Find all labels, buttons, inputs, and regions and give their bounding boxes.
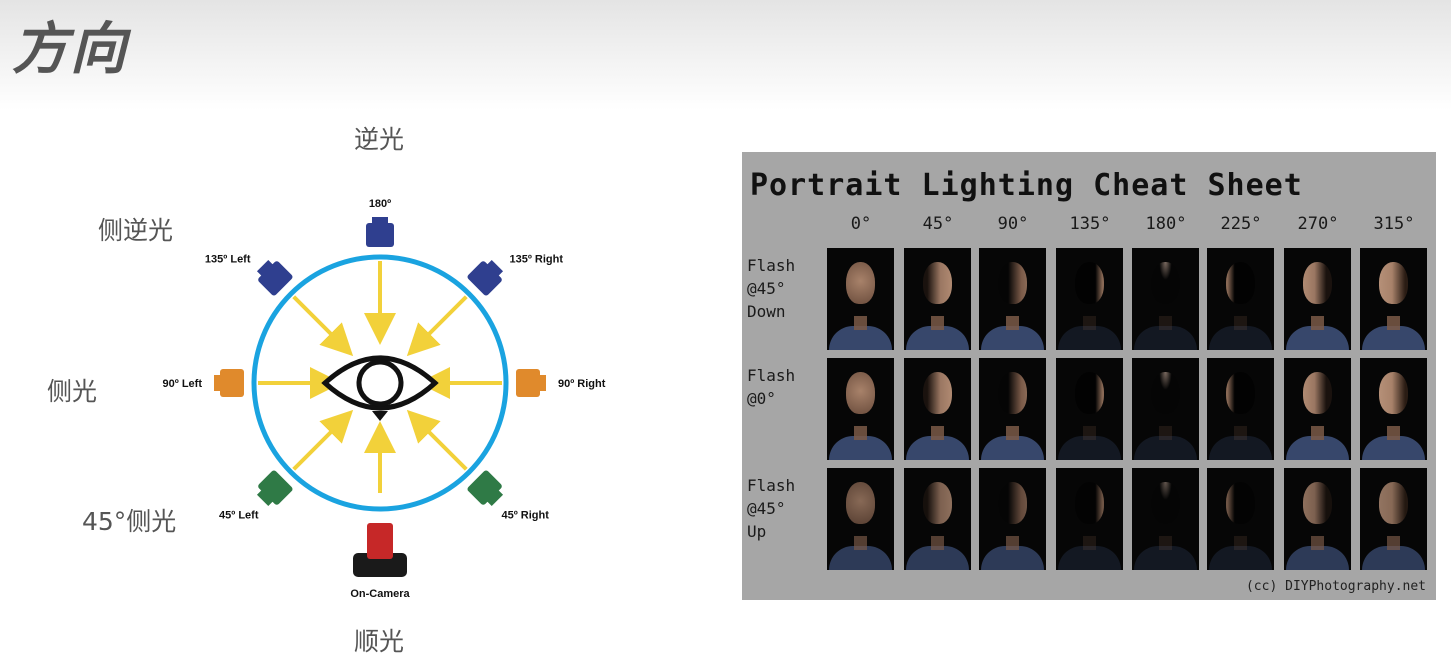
flash-label-45-left: 45º Left: [219, 509, 259, 521]
portrait-photo: [1284, 248, 1351, 350]
title-band: [0, 0, 1451, 110]
row-label: Flash @0°: [747, 366, 796, 408]
eye-pointer-icon: [372, 411, 388, 421]
portrait-photo: [1056, 358, 1123, 460]
portrait-photo: [904, 358, 971, 460]
portrait-photo: [904, 468, 971, 570]
flash-label-135-right: 135º Right: [509, 254, 563, 266]
arrow-45-left: [292, 409, 354, 471]
light-circle: [251, 254, 509, 512]
label-front-light: 顺光: [354, 627, 405, 656]
angle-header: 0°: [850, 214, 872, 234]
lighting-direction-diagram: 180º 135º Right 90º Right 45º RightOn-Camer…: [163, 198, 606, 600]
portrait-photo: [1284, 468, 1351, 570]
flash-label-45-right: 45º Right: [501, 509, 549, 521]
portrait-photo: [979, 248, 1046, 350]
angle-header: 225°: [1220, 214, 1262, 234]
angle-header: 180°: [1145, 214, 1187, 234]
cheat-sheet-title: Portrait Lighting Cheat Sheet: [750, 168, 1303, 203]
eye-iris-icon: [356, 359, 404, 407]
flash-label-on-camera: On-Camera: [350, 588, 410, 600]
portrait-photo: [827, 468, 894, 570]
portrait-photo: [1056, 248, 1123, 350]
flash-icon-90-left: [214, 369, 244, 397]
portrait-photo: [827, 248, 894, 350]
label-back-light: 逆光: [354, 125, 405, 154]
portrait-photo: [1360, 248, 1427, 350]
flash-label-135-left: 135º Left: [205, 254, 251, 266]
flash-icon-135-left: [256, 259, 293, 296]
flash-icon-135-right: [467, 259, 504, 296]
portrait-photo: [1360, 358, 1427, 460]
arrow-135-left: [292, 295, 354, 357]
portrait-photo: [827, 358, 894, 460]
portrait-photo: [979, 358, 1046, 460]
label-45-side-light: 45°侧光: [82, 507, 177, 536]
flash-icon-90-right: [516, 369, 546, 397]
flash-on-camera-icon: [367, 523, 393, 559]
portrait-photo: [1207, 358, 1274, 460]
angle-header: 315°: [1373, 214, 1415, 234]
angle-header: 45°: [922, 214, 954, 234]
slide-title: 方向: [12, 17, 128, 82]
flash-label-90-left: 90º Left: [163, 378, 203, 390]
portrait-photo: [904, 248, 971, 350]
portrait-photo: [1132, 248, 1199, 350]
row-label: Flash @45° Up: [747, 476, 796, 541]
flash-icon-180: [366, 217, 394, 247]
portrait-photo: [979, 468, 1046, 570]
arrow-135-right: [406, 295, 468, 357]
arrow-45-right: [406, 409, 468, 471]
label-side-light: 侧光: [47, 377, 98, 406]
angle-header: 270°: [1297, 214, 1339, 234]
angle-header: 90°: [997, 214, 1029, 234]
cheat-sheet-credit: (cc) DIYPhotography.net: [1245, 579, 1426, 594]
row-label: Flash @45° Down: [747, 256, 796, 321]
flash-icon-45-left: [256, 470, 293, 507]
angle-header: 135°: [1069, 214, 1111, 234]
portrait-photo: [1132, 468, 1199, 570]
flash-label-90-right: 90º Right: [558, 378, 606, 390]
portrait-photo: [1207, 248, 1274, 350]
portrait-photo: [1132, 358, 1199, 460]
portrait-photo: [1056, 468, 1123, 570]
label-side-back-light: 侧逆光: [98, 216, 174, 245]
flash-label-180: 180º: [369, 198, 391, 210]
flash-icon-45-right: [467, 470, 504, 507]
camera-body-icon: [353, 553, 407, 577]
portrait-photo: [1207, 468, 1274, 570]
portrait-photo: [1284, 358, 1351, 460]
portrait-photo: [1360, 468, 1427, 570]
portrait-lighting-cheat-sheet: Portrait Lighting Cheat Sheet (cc) DIYPh…: [742, 152, 1436, 600]
